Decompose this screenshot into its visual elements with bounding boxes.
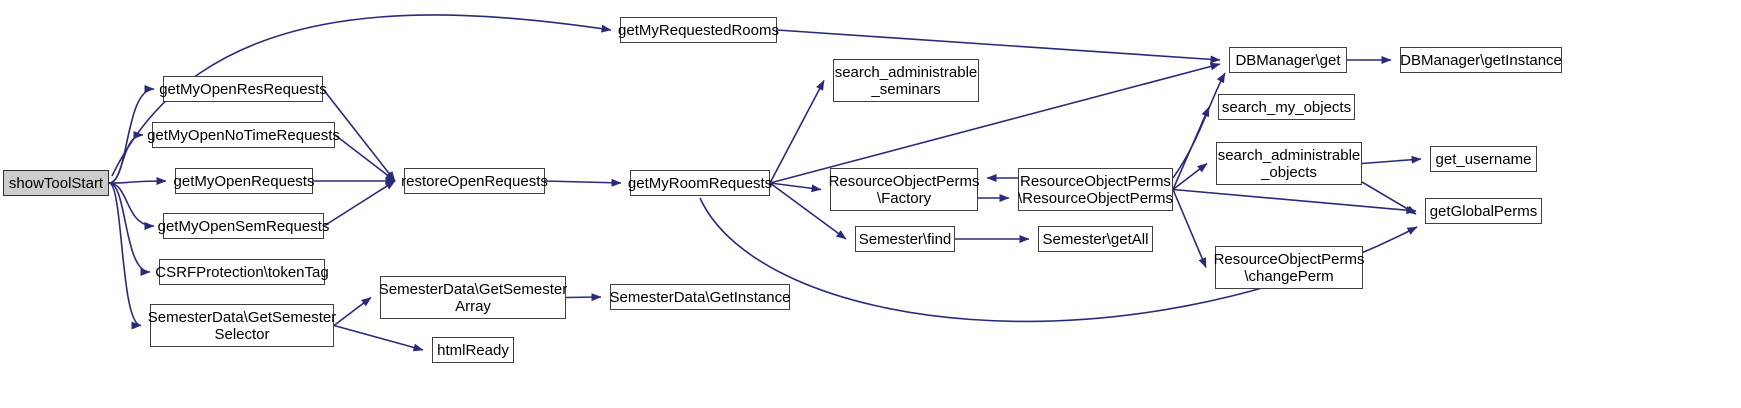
graph-node-search_my_objects[interactable]: search_my_objects bbox=[1218, 94, 1355, 120]
graph-node-getMyOpenResRequests[interactable]: getMyOpenResRequests bbox=[159, 76, 327, 102]
graph-node-SemesterDataGetSemesterSelector[interactable]: SemesterData\GetSemester Selector bbox=[148, 304, 336, 347]
edge-getMyRoomRequests-to-DBManagerget bbox=[769, 62, 1221, 184]
edge-search_administrable_objects-to-get_username bbox=[1361, 155, 1422, 165]
graph-node-DBManagergetInstance[interactable]: DBManager\getInstance bbox=[1400, 47, 1562, 73]
edge-getMyOpenNoTimeRequests-to-restoreOpenRequests bbox=[334, 134, 396, 182]
edge-getMyRequestedRooms-to-DBManagerget bbox=[776, 29, 1221, 64]
graph-node-ResourceObjectPermschangePerm[interactable]: ResourceObjectPerms \changePerm bbox=[1214, 246, 1364, 289]
graph-node-search_administrable_seminars[interactable]: search_administrable _seminars bbox=[833, 59, 979, 102]
edge-showToolStart-to-getMyOpenNoTimeRequests bbox=[108, 131, 144, 184]
edge-ResourceObjectPermsResourceObjectPerms-to-search_administrable_objects bbox=[1172, 162, 1208, 191]
edge-getMyOpenResRequests-to-restoreOpenRequests bbox=[322, 88, 396, 182]
edge-ResourceObjectPermsResourceObjectPerms-to-ResourceObjectPermschangePerm bbox=[1172, 189, 1207, 268]
edge-showToolStart-to-getMyRequestedRooms bbox=[111, 14, 612, 177]
edge-SemesterDataGetSemesterSelector-to-htmlReady bbox=[333, 324, 424, 352]
graph-node-CSRFProtectionTokenTag[interactable]: CSRFProtection\tokenTag bbox=[155, 259, 329, 285]
graph-node-SemesterDataGetSemesterArray[interactable]: SemesterData\GetSemester Array bbox=[379, 276, 567, 319]
graph-node-getGlobalPerms[interactable]: getGlobalPerms bbox=[1425, 198, 1542, 224]
edge-search_administrable_objects-to-getGlobalPerms bbox=[1361, 181, 1417, 215]
edge-SemesterDataGetSemesterArray-to-SemesterDataGetInstance bbox=[565, 293, 602, 302]
graph-node-search_administrable_objects[interactable]: search_administrable _objects bbox=[1216, 142, 1362, 185]
graph-node-DBManagerget[interactable]: DBManager\get bbox=[1229, 47, 1347, 73]
graph-node-showToolStart[interactable]: showToolStart bbox=[3, 170, 109, 196]
edge-showToolStart-to-getMyOpenSemRequests bbox=[108, 182, 155, 230]
graph-node-restoreOpenRequests[interactable]: restoreOpenRequests bbox=[401, 168, 548, 194]
edge-getMyRoomRequests-to-search_administrable_seminars bbox=[769, 80, 825, 184]
edge-showToolStart-to-getMyOpenRequests bbox=[108, 177, 167, 186]
graph-node-getMyOpenNoTimeRequests[interactable]: getMyOpenNoTimeRequests bbox=[147, 122, 340, 148]
graph-node-SemestergetAll[interactable]: Semester\getAll bbox=[1038, 226, 1153, 252]
edge-showToolStart-to-CSRFProtectionTokenTag bbox=[108, 182, 151, 276]
edge-getMyRoomRequests-to-ResourceObjectPermsFactory bbox=[769, 182, 822, 193]
edge-showToolStart-to-SemesterDataGetSemesterSelector bbox=[108, 182, 142, 330]
edge-getMyRoomRequests-to-Semesterfind bbox=[769, 182, 847, 240]
graph-node-ResourceObjectPermsFactory[interactable]: ResourceObjectPerms \Factory bbox=[829, 168, 979, 211]
edge-restoreOpenRequests-to-getMyRoomRequests bbox=[544, 178, 622, 187]
graph-node-Semesterfind[interactable]: Semester\find bbox=[855, 226, 955, 252]
graph-node-getMyRequestedRooms[interactable]: getMyRequestedRooms bbox=[618, 17, 779, 43]
graph-node-htmlReady[interactable]: htmlReady bbox=[432, 337, 514, 363]
graph-node-getMyOpenRequests[interactable]: getMyOpenRequests bbox=[174, 168, 314, 194]
graph-node-SemesterDataGetInstance[interactable]: SemesterData\GetInstance bbox=[610, 284, 790, 310]
edge-getMyOpenSemRequests-to-restoreOpenRequests bbox=[323, 180, 396, 227]
edge-SemesterDataGetSemesterSelector-to-SemesterDataGetSemesterArray bbox=[333, 296, 372, 327]
edge-ResourceObjectPermsResourceObjectPerms-to-getGlobalPerms bbox=[1172, 188, 1417, 215]
graph-node-getMyRoomRequests[interactable]: getMyRoomRequests bbox=[628, 170, 772, 196]
edge-paths bbox=[108, 14, 1422, 352]
edge-ResourceObjectPermsResourceObjectPerms-to-search_my_objects bbox=[1172, 106, 1210, 190]
graph-node-getMyOpenSemRequests[interactable]: getMyOpenSemRequests bbox=[158, 213, 329, 239]
graph-node-get_username[interactable]: get_username bbox=[1430, 146, 1537, 172]
graph-node-ResourceObjectPermsResourceObjectPerms[interactable]: ResourceObjectPerms \ResourceObjectPerms bbox=[1018, 168, 1173, 211]
